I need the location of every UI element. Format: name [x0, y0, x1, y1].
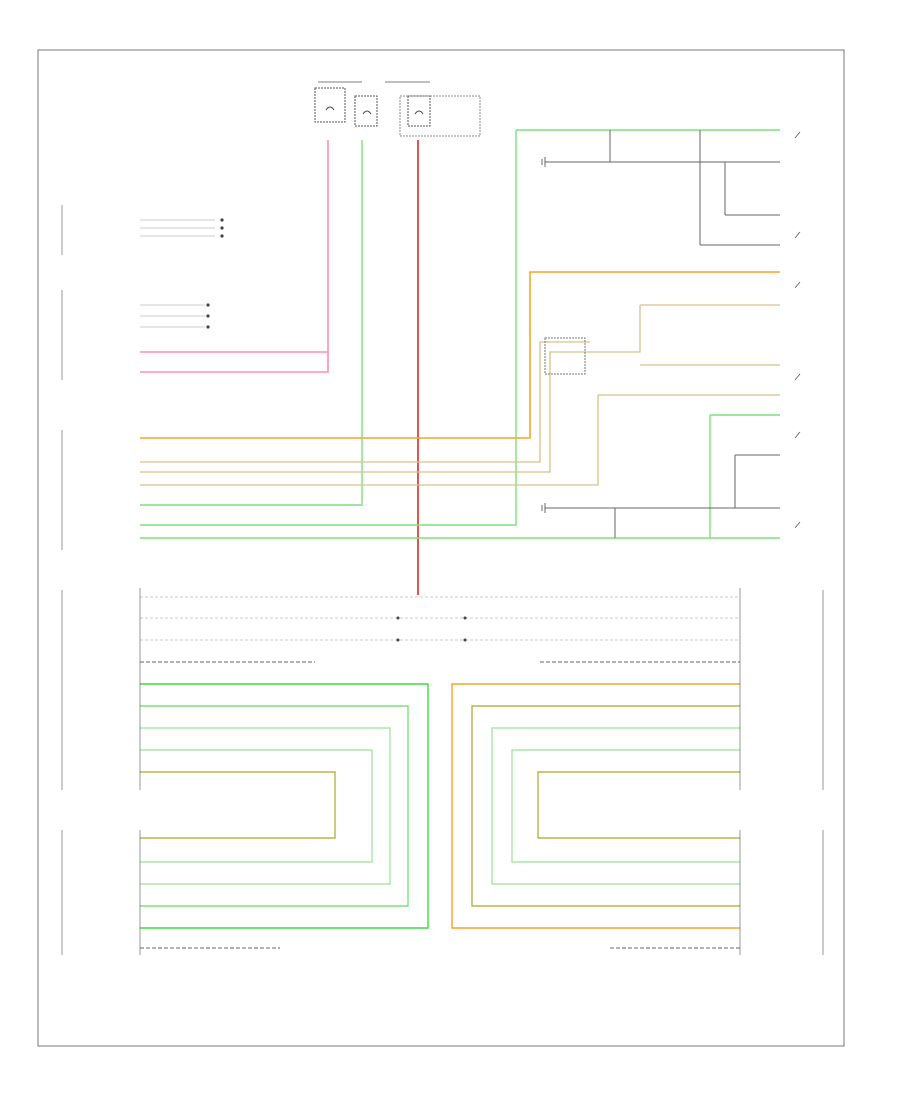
middle-connector-rows	[140, 596, 740, 641]
diagram-border	[37, 49, 845, 1047]
switch-rows-upper	[140, 219, 215, 328]
wire-orange	[140, 271, 780, 439]
fuse-block	[314, 81, 481, 137]
wire-pink	[140, 140, 329, 373]
harness-right	[451, 683, 740, 929]
fuse-icon	[325, 106, 424, 115]
automatic-relay	[544, 337, 586, 375]
terminal-marks	[794, 131, 801, 529]
wire-tan	[140, 304, 780, 486]
connector-dot-icon	[206, 218, 224, 329]
wire-dark-right	[545, 130, 780, 538]
splice-dot-icon	[396, 616, 467, 642]
wire-green	[140, 129, 780, 539]
ground-symbol-icon	[541, 157, 546, 513]
harness-left	[140, 683, 429, 929]
